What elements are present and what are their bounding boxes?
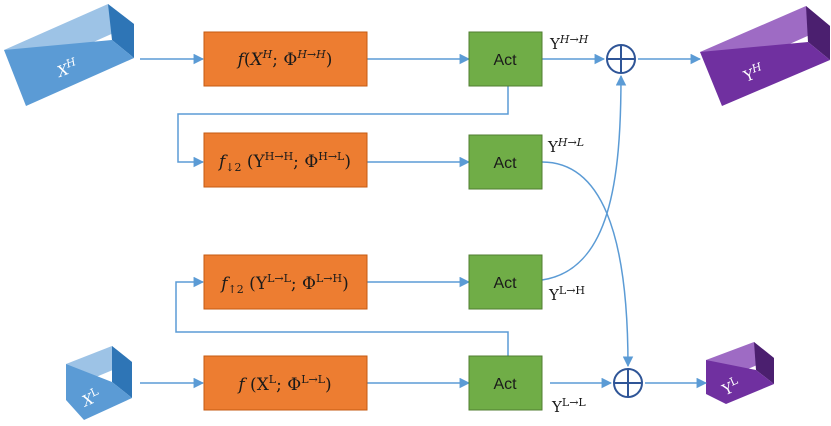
act1-rect [468,31,543,87]
edge-label-y-ll: YL→L [551,396,586,416]
y-hh-base: Y [549,35,561,53]
yl-cube-front [706,360,774,404]
fll-arg1-base: X [257,375,270,395]
fup-paren-close: ) [342,274,349,294]
fhh-rect [203,31,368,87]
yh-label: YH [740,60,766,86]
fll-paren-close: ) [325,375,332,395]
xh-cube-front [4,40,134,106]
yh-cube-front [700,42,830,106]
fdown-arg1-sup: H→H [265,150,293,163]
fup-sep: ; [291,274,302,294]
fdown-arg1-base: Y [253,152,266,172]
function-box-fup: f↑2 (YL→L; ΦL→H) [203,254,368,310]
fdown-rect [203,132,368,188]
fdown-func: f [217,152,228,172]
act3-label: Act [493,275,517,292]
output-yl-cube: YL [706,342,774,404]
fll-arg2-sup: L→L [301,373,326,386]
edge-label-y-lh: YL→H [548,284,585,304]
y-lh-base: Y [548,286,560,304]
function-box-fll: f (XL; ΦL→L) [203,355,368,411]
arrow-act3-to-sumh [541,74,627,281]
fup-label: f↑2 (YL→L; ΦL→H) [219,272,348,296]
act4-rect [468,355,543,411]
act3-rect [468,254,543,310]
fll-func: f [236,375,247,395]
fhh-sep: ; [272,50,283,70]
function-box-fhh: f(XH; ΦH→H) [203,31,368,87]
input-xl-cube: XL [66,346,132,420]
fhh-arg1-base: X [249,50,264,70]
xh-cube-side [108,4,134,58]
fdown-label: f↓2 (YH→H; ΦH→L) [217,150,351,174]
fdown-sub: ↓2 [225,161,241,174]
fup-func: f [219,274,230,294]
xh-label-sup: H [63,55,78,71]
act2-rect [468,134,543,190]
arrow-act4-to-fup [175,276,509,356]
fhh-paren-open: ( [244,50,251,70]
fll-paren-open: ( [245,375,257,395]
act-box-1: Act [468,31,543,87]
edge-label-y-hh: YH→H [549,33,589,53]
y-lh-sup: L→H [559,284,585,297]
fhh-arg2-base: Φ [283,50,297,70]
act-box-4: Act [468,355,543,411]
yh-label-sup: H [749,60,764,76]
fup-rect [203,254,368,310]
act-box-3: Act [468,254,543,310]
fdown-arg2-sup: H→L [318,150,345,163]
fdown-sep: ; [293,152,304,172]
fhh-func: f [236,50,247,70]
act1-label: Act [493,52,517,69]
fhh-arg1-sup: H [262,48,273,61]
fll-arg2-base: Φ [287,375,301,395]
act2-label: Act [493,155,517,172]
y-hh-sup: H→H [559,33,589,46]
fhh-paren-close: ) [326,50,333,70]
act4-label: Act [493,376,517,393]
sum-node-high [606,44,636,74]
fdown-paren-open: ( [241,152,253,172]
fup-arg2-sup: L→H [316,272,342,285]
output-yh-cube: YH [700,6,830,106]
edge-label-y-hl: YH→L [547,136,584,156]
connectors [140,53,708,389]
xh-label: XH [53,55,80,81]
function-box-fdown: f↓2 (YH→H; ΦH→L) [203,132,368,188]
act-box-2: Act [468,134,543,190]
y-ll-base: Y [551,398,563,416]
y-hl-sup: H→L [557,136,584,149]
fll-arg1-sup: L [269,373,277,386]
y-hl-base: Y [547,138,559,156]
yh-cube-side [806,6,830,60]
fll-label: f (XL; ΦL→L) [236,373,331,395]
arrow-act2-to-suml [541,161,634,368]
fup-arg1-sup: L→L [267,272,292,285]
fdown-paren-close: ) [344,152,351,172]
fup-arg2-base: Φ [302,274,316,294]
fhh-label: f(XH; ΦH→H) [236,48,333,70]
fhh-arg2-sup: H→H [296,48,326,61]
yl-cube-side [754,342,774,384]
input-xh-cube: XH [4,4,134,106]
fup-paren-open: ( [244,274,256,294]
fup-arg1-base: Y [255,274,268,294]
fll-rect [203,355,368,411]
fll-sep: ; [276,375,287,395]
xl-cube-side [112,346,132,398]
fdown-arg2-base: Φ [304,152,318,172]
fup-sub: ↑2 [228,283,244,296]
sum-node-low [613,368,643,398]
arrow-act1-to-fdown [177,86,509,168]
y-ll-sup: L→L [562,396,587,409]
xl-cube-front [66,364,132,420]
